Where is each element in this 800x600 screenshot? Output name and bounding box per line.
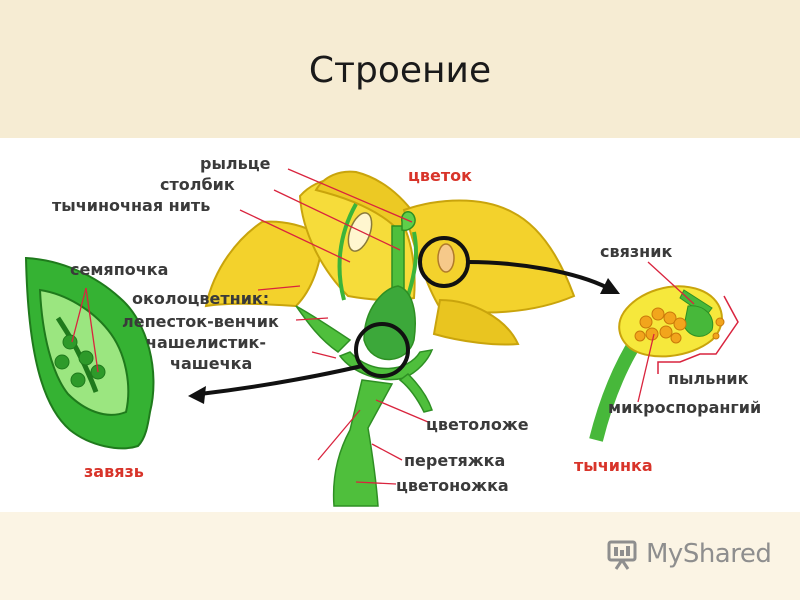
ovary-detail — [24, 256, 155, 450]
flower-structure-diagram: рыльце столбик тычиночная нить цветок св… — [24, 154, 761, 507]
pollen-grains — [634, 307, 725, 344]
lower-right-petal — [432, 298, 520, 346]
label-ovary: завязь — [84, 462, 144, 481]
slide-footer — [0, 512, 800, 600]
label-filament: тычиночная нить — [52, 196, 210, 215]
zoom-circle-ovary — [354, 322, 410, 378]
ovary — [363, 285, 416, 361]
ovule-3 — [70, 372, 86, 388]
label-pedicel: цветоножка — [396, 476, 509, 495]
anther-bracket — [657, 295, 739, 374]
presentation-board-icon — [607, 540, 637, 570]
sepal-right — [398, 373, 433, 413]
ovule-1 — [62, 334, 78, 350]
label-corolla: лепесток-венчик — [122, 312, 279, 331]
pointer-lines — [71, 168, 695, 485]
ovary-septum — [55, 316, 99, 393]
receptacle — [338, 349, 434, 381]
filament-left — [337, 203, 358, 301]
ovule-5 — [54, 354, 70, 370]
label-style: столбик — [160, 175, 235, 194]
arrow-to-ovary — [199, 364, 363, 396]
sepal-left — [295, 305, 352, 353]
labels: рыльце столбик тычиночная нить цветок св… — [52, 154, 761, 495]
flower-center — [332, 203, 455, 507]
anther-right — [437, 243, 455, 273]
anther-green — [683, 305, 714, 337]
label-ovule: семяпочка — [70, 260, 168, 279]
label-microsporangium: микроспорангий — [608, 398, 761, 417]
style — [391, 225, 405, 293]
label-sepal: чашелистик- — [146, 333, 266, 352]
stamen-filament — [589, 334, 644, 442]
ovule-2 — [78, 350, 94, 366]
label-stamen: тычинка — [574, 456, 653, 475]
filament-right — [406, 231, 418, 297]
label-constriction: перетяжка — [404, 451, 505, 470]
stamen-detail — [589, 285, 739, 442]
label-receptacle: цветоложе — [426, 415, 529, 434]
logo-text: MyShared — [646, 539, 772, 569]
pedicel — [332, 379, 394, 507]
label-flower: цветок — [408, 166, 472, 185]
arrow-to-stamen-head — [600, 278, 620, 294]
arrow-to-stamen — [467, 260, 609, 290]
label-connective: связник — [600, 242, 672, 261]
myshared-logo: MyShared — [606, 536, 772, 572]
slide-title: Строение — [308, 50, 492, 91]
label-anther: пыльник — [668, 369, 749, 388]
slide-header: Строение — [0, 0, 800, 138]
label-stigma: рыльце — [200, 154, 271, 173]
label-perianth: околоцветник: — [132, 289, 269, 308]
label-calyx: чашечка — [170, 354, 252, 373]
right-petal — [402, 199, 576, 314]
arrow-to-ovary-head — [188, 386, 206, 404]
